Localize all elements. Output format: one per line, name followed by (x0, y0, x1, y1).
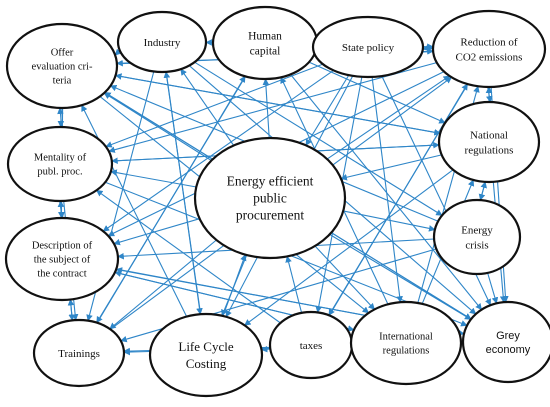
node-label-human-line-1: capital (250, 46, 281, 58)
node-center: Energy efficient public procurement (193, 136, 347, 260)
node-ellipse-industry (116, 10, 208, 74)
edge-taxes-to-lcc (260, 345, 271, 353)
edge-trainings-to-description (67, 298, 75, 321)
node-ellipse-center (193, 136, 347, 260)
node-label-crisis-line-0: Energy (461, 224, 493, 236)
node-crisis: Energy crisis (432, 198, 522, 276)
node-description: Description of the subject of the contract (4, 216, 120, 302)
node-label-center-line-1: public (253, 191, 287, 206)
edge-crisis-to-national (479, 181, 487, 201)
edge-national-to-lcc (244, 169, 454, 326)
nodes-layer: Offer evaluation cri-teria Industry Human ca… (4, 5, 550, 398)
node-label-grey-line-1: economy (486, 344, 531, 356)
node-label-grey-line-0: Grey (496, 330, 520, 342)
edge-state-to-intl (371, 76, 403, 303)
node-ellipse-crisis (432, 198, 522, 276)
node-mentality: Mentality of publ. proc. (6, 125, 114, 203)
node-label-offer-line-1: evaluation cri- (32, 62, 93, 73)
node-label-taxes-line-0: taxes (300, 340, 323, 352)
edge-offer-to-national (115, 74, 441, 136)
node-grey: Grey economy (461, 300, 550, 384)
node-label-national-line-1: regulations (465, 144, 514, 156)
edge-mentality-to-offer (57, 107, 64, 128)
node-ellipse-description (4, 216, 120, 302)
edge-center-to-grey (329, 233, 472, 320)
edge-human-to-national (308, 61, 446, 124)
node-label-national-line-0: National (470, 129, 508, 141)
edge-crisis-to-grey (487, 272, 499, 304)
node-intl: International regulations (349, 300, 463, 386)
node-label-lcc-line-1: Costing (186, 356, 227, 371)
edge-industry-to-crisis (194, 61, 443, 216)
node-ellipse-lcc (148, 312, 264, 398)
node-ellipse-human (211, 5, 319, 81)
edge-lcc-to-industry (163, 71, 202, 315)
node-co2: Reduction of CO2 emissions (431, 9, 547, 89)
edge-center-to-description (113, 218, 200, 246)
node-offer: Offer evaluation cri-teria (5, 22, 119, 110)
node-label-description-line-2: the contract (37, 269, 86, 280)
edge-national-to-center (340, 154, 442, 181)
edge-state-to-center (305, 74, 350, 146)
node-label-center-line-2: procurement (236, 208, 304, 223)
node-label-human-line-0: Human (248, 31, 282, 43)
node-label-offer-line-2: teria (53, 76, 72, 87)
edge-state-to-description (102, 69, 334, 232)
edge-state-to-mentality (105, 63, 324, 148)
node-ellipse-trainings (32, 318, 126, 388)
node-label-intl-line-1: regulations (383, 346, 430, 357)
node-ellipse-national (437, 100, 541, 184)
node-label-mentality-line-0: Mentality of (34, 153, 87, 164)
node-label-description-line-0: Description of (32, 241, 93, 252)
node-ellipse-intl (349, 300, 463, 386)
node-label-intl-line-0: International (379, 332, 433, 343)
node-human: Human capital (211, 5, 319, 81)
node-national: National regulations (437, 100, 541, 184)
edge-trainings-to-human (96, 75, 246, 324)
node-ellipse-state (311, 15, 425, 79)
node-label-description-line-1: the subject of (34, 255, 91, 266)
edge-center-to-co2 (326, 75, 451, 160)
edge-center-to-intl (314, 245, 375, 310)
node-ellipse-co2 (431, 9, 547, 89)
edge-lcc-to-center (222, 254, 247, 317)
node-state: State policy (311, 15, 425, 79)
node-ellipse-offer (5, 22, 119, 110)
node-label-offer-line-0: Offer (51, 48, 74, 59)
node-label-lcc-line-0: Life Cycle (178, 339, 233, 354)
node-trainings: Trainings (32, 318, 126, 388)
node-label-crisis-line-1: crisis (465, 239, 488, 251)
node-label-mentality-line-1: publ. proc. (37, 167, 82, 178)
node-ellipse-grey (461, 300, 550, 384)
node-industry: Industry (116, 10, 208, 74)
node-ellipse-mentality (6, 125, 114, 203)
node-label-trainings-line-0: Trainings (58, 348, 100, 360)
node-label-co2-line-1: CO2 emissions (456, 51, 523, 63)
node-label-co2-line-0: Reduction of (460, 36, 517, 48)
node-label-center-line-0: Energy efficient (227, 174, 314, 189)
node-label-industry-line-0: Industry (144, 37, 181, 49)
edge-taxes-to-mentality (95, 189, 281, 324)
node-label-state-line-0: State policy (342, 42, 395, 54)
edge-center-to-crisis (343, 210, 436, 232)
node-taxes: taxes (268, 310, 354, 380)
